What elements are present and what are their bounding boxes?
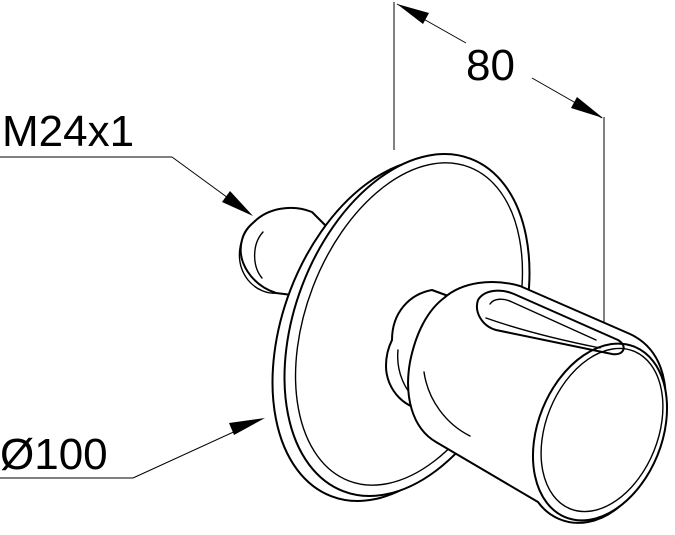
knob-end-chamfer — [540, 347, 664, 513]
stem-end-face — [238, 221, 277, 294]
depth-arrowhead-right — [571, 97, 603, 118]
depth-arrowhead-left — [397, 4, 429, 24]
diameter-dimension: Ø100 — [0, 418, 265, 479]
thread-dimension-label: M24x1 — [2, 107, 134, 156]
depth-dimension-label: 80 — [466, 41, 515, 90]
thread-leader-arrowhead — [222, 191, 253, 216]
knob-grip-groove-outer — [476, 289, 625, 356]
knob-grip-groove-inner — [489, 298, 597, 341]
thread-dimension: M24x1 — [0, 107, 253, 216]
knob-end-face — [531, 342, 669, 522]
stem-end-highlight — [253, 231, 264, 279]
knob-side-shading — [423, 371, 471, 437]
knob-grip-groove-edge — [485, 317, 601, 349]
diameter-leader-arrowhead — [229, 418, 265, 435]
knob — [407, 281, 669, 524]
diameter-dimension-label: Ø100 — [0, 430, 108, 479]
